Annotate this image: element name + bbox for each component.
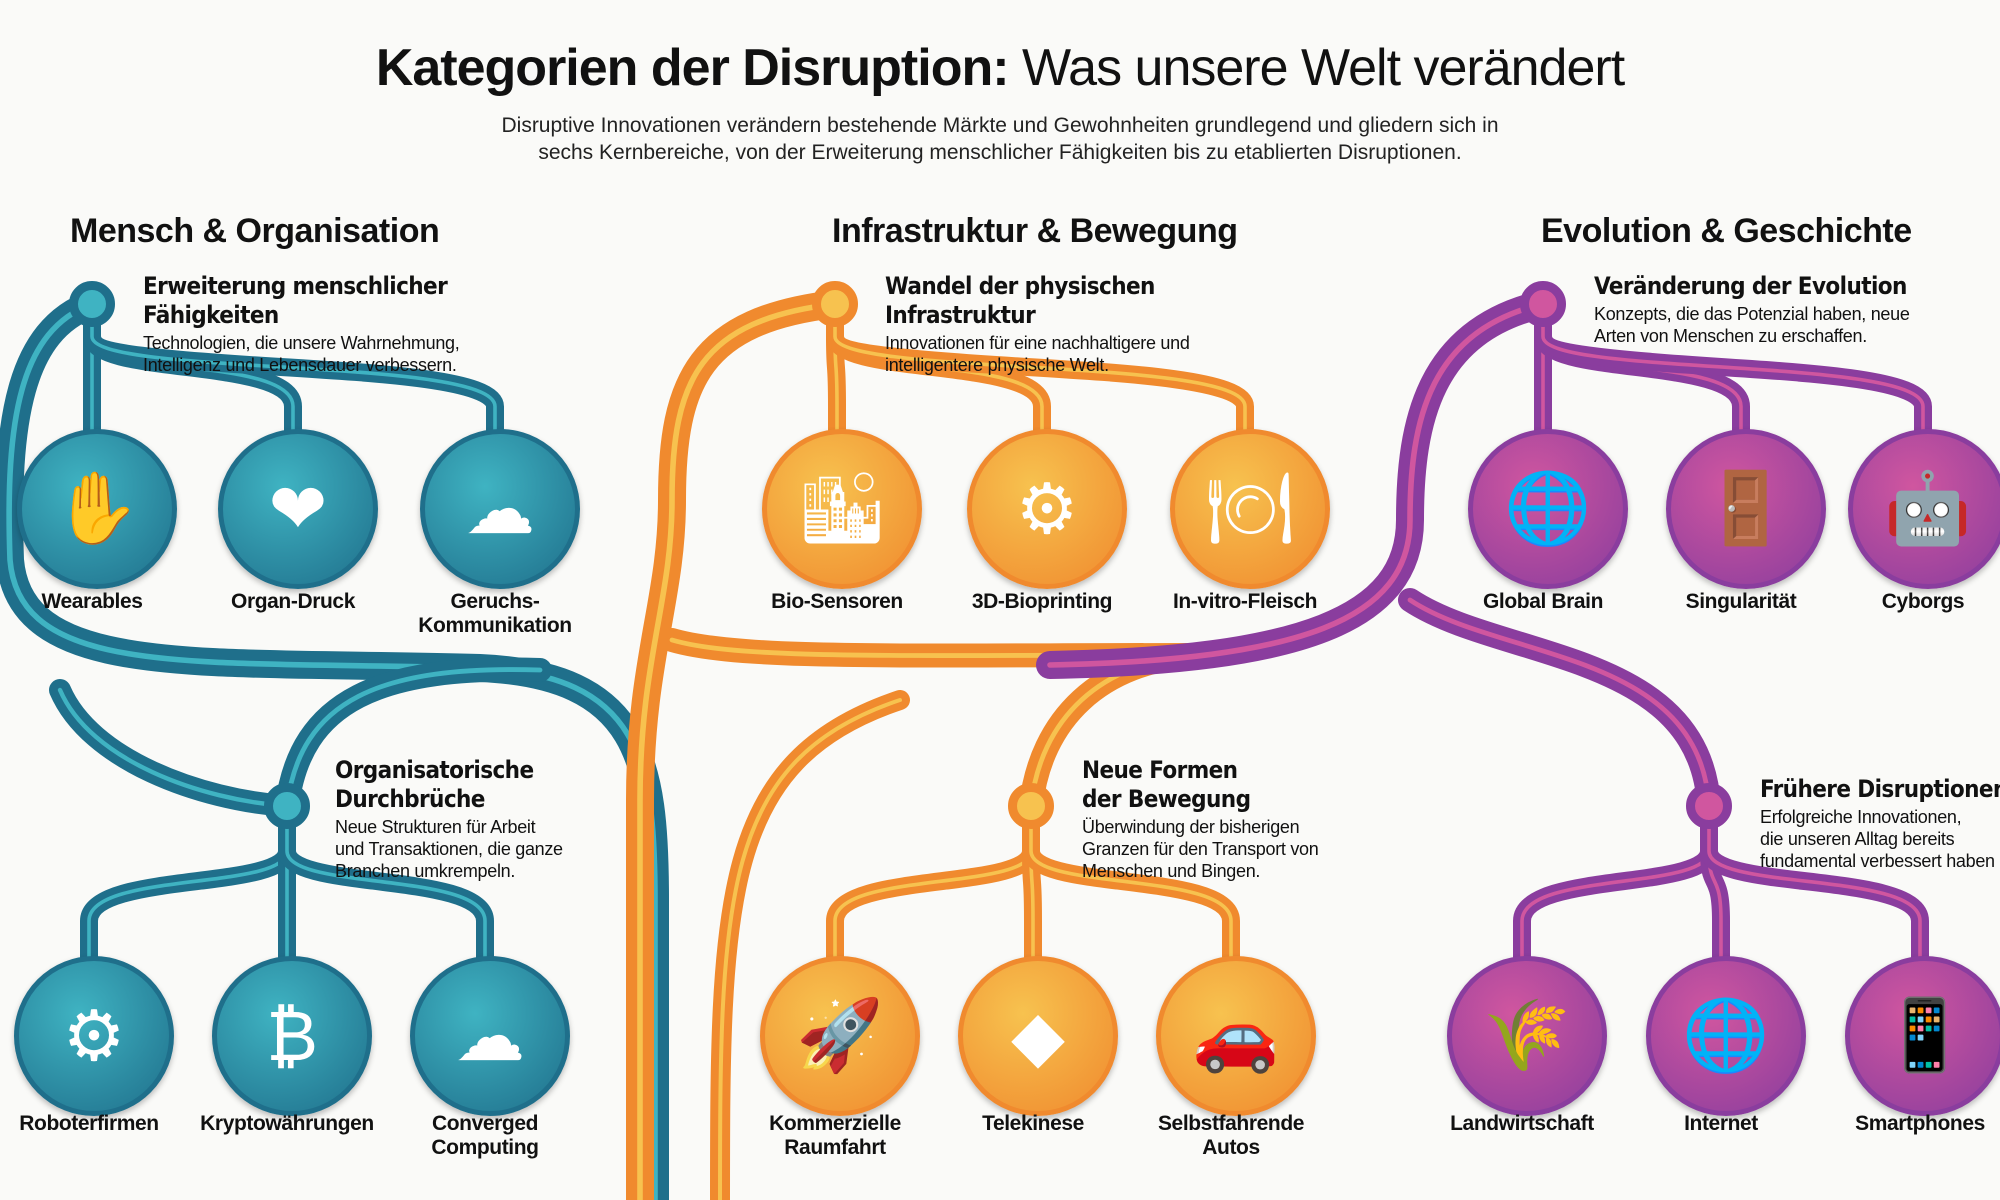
pipe-path	[1047, 301, 1546, 668]
pipe-path	[57, 687, 290, 809]
globe-network-icon: 🌐	[1468, 429, 1628, 589]
robot-arm-icon: ⚙	[967, 429, 1127, 589]
subtitle-line: Disruptive Innovationen verändern besteh…	[501, 114, 1499, 137]
section-title-evolution: Evolution & Geschichte	[1541, 212, 1912, 250]
group-description: Technologien, die unsere Wahrnehmung, In…	[143, 333, 460, 375]
branch-node	[1686, 783, 1732, 829]
globe-icon: 🌐	[1646, 956, 1806, 1116]
item-label: 3D-Bioprinting	[971, 590, 1113, 613]
subtitle-line: sechs Kernbereiche, von der Erweiterung …	[538, 141, 1462, 164]
branch-node	[264, 783, 310, 829]
car-icon: 🚗	[1156, 956, 1316, 1116]
person-cube-icon: ◆	[958, 956, 1118, 1116]
pipe-path	[833, 302, 1247, 436]
pipe-path	[87, 804, 289, 963]
farmer-wheat-icon: 🌾	[1447, 956, 1607, 1116]
pipe-path	[1407, 597, 1712, 809]
item-label: Roboterfirmen	[19, 1112, 159, 1135]
item-label: Kryptowährungen	[200, 1112, 374, 1135]
group-title: Veränderung der Evolution	[1594, 272, 1907, 300]
group-description: Überwindung der bisherigen Granzen für d…	[1082, 817, 1319, 881]
pipe-path	[1520, 804, 1711, 963]
cloud-nose-icon: ☁	[420, 429, 580, 589]
robotic-hand-icon: ✋	[17, 429, 177, 589]
item-label: Wearables	[41, 590, 143, 613]
item-label: Landwirtschaft	[1450, 1112, 1594, 1135]
steak-plate-icon: 🍽	[1170, 429, 1330, 589]
item-label: Converged Computing	[431, 1112, 539, 1159]
pipe-path	[833, 804, 1033, 963]
rocket-icon: 🚀	[760, 956, 920, 1116]
item-label: Telekinese	[982, 1112, 1084, 1135]
green-city-icon: 🏙	[762, 429, 922, 589]
item-label: Global Brain	[1482, 590, 1604, 613]
item-label: Cyborgs	[1881, 590, 1965, 613]
group-title: Wandel der physischen Infrastruktur	[885, 272, 1155, 329]
group-title: Organisatorische Durchbrüche	[335, 756, 534, 813]
section-title-infrastruktur: Infrastruktur & Bewegung	[832, 212, 1238, 250]
smartphone-icon: 📱	[1845, 956, 2000, 1116]
item-label: Selbstfahrende Autos	[1157, 1112, 1305, 1159]
pipe-path	[1029, 804, 1233, 963]
page-title: Kategorien der Disruption: Was unsere We…	[0, 38, 2000, 98]
group-description: Erfolgreiche Innovationen, die unseren A…	[1760, 807, 1995, 871]
bitcoin-stack-icon: ₿	[212, 956, 372, 1116]
group-description: Neue Strukturen für Arbeit und Transakti…	[335, 817, 563, 881]
item-label: Geruchs- Kommunikation	[418, 590, 572, 637]
item-label: Smartphones	[1855, 1112, 1985, 1135]
robots-gears-icon: ⚙	[14, 956, 174, 1116]
title-regular: Was unsere Welt verändert	[1022, 39, 1625, 97]
item-label: In-vitro-Fleisch	[1172, 590, 1318, 613]
item-label: Singularität	[1685, 590, 1797, 613]
pipe-path	[1541, 302, 1925, 436]
item-label: Bio-Sensoren	[771, 590, 903, 613]
item-label: Kommerzielle Raumfahrt	[769, 1112, 901, 1159]
branch-node	[812, 281, 858, 327]
branch-node	[1520, 281, 1566, 327]
cyborg-face-icon: 🤖	[1848, 429, 2000, 589]
pipe-path	[718, 698, 902, 1200]
group-title: Neue Formen der Bewegung	[1082, 756, 1251, 813]
group-description: Konzepts, die das Potenzial haben, neue …	[1594, 304, 1910, 346]
pipe-path	[637, 301, 838, 1200]
branch-node	[1008, 783, 1054, 829]
printed-heart-icon: ❤	[218, 429, 378, 589]
item-label: Organ-Druck	[231, 590, 355, 613]
pipe-path	[49, 679, 298, 817]
item-label: Internet	[1684, 1112, 1758, 1135]
group-title: Erweiterung menschlicher Fähigkeiten	[143, 272, 448, 329]
pipe-path	[1707, 804, 1922, 963]
pipe-path	[285, 804, 487, 963]
pipe-path	[90, 302, 497, 436]
branch-node	[69, 281, 115, 327]
group-description: Innovationen für eine nachhaltigere und …	[885, 333, 1190, 375]
title-bold: Kategorien der Disruption:	[375, 39, 1010, 97]
portal-figure-icon: 🚪	[1666, 429, 1826, 589]
pipe-path	[1398, 588, 1721, 818]
page-subtitle: Disruptive Innovationen verändern besteh…	[0, 112, 2000, 166]
pipe-path	[284, 667, 543, 809]
group-title: Frühere Disruptionen	[1760, 775, 2000, 803]
cloud-devices-icon: ☁	[410, 956, 570, 1116]
section-title-mensch: Mensch & Organisation	[70, 212, 440, 250]
